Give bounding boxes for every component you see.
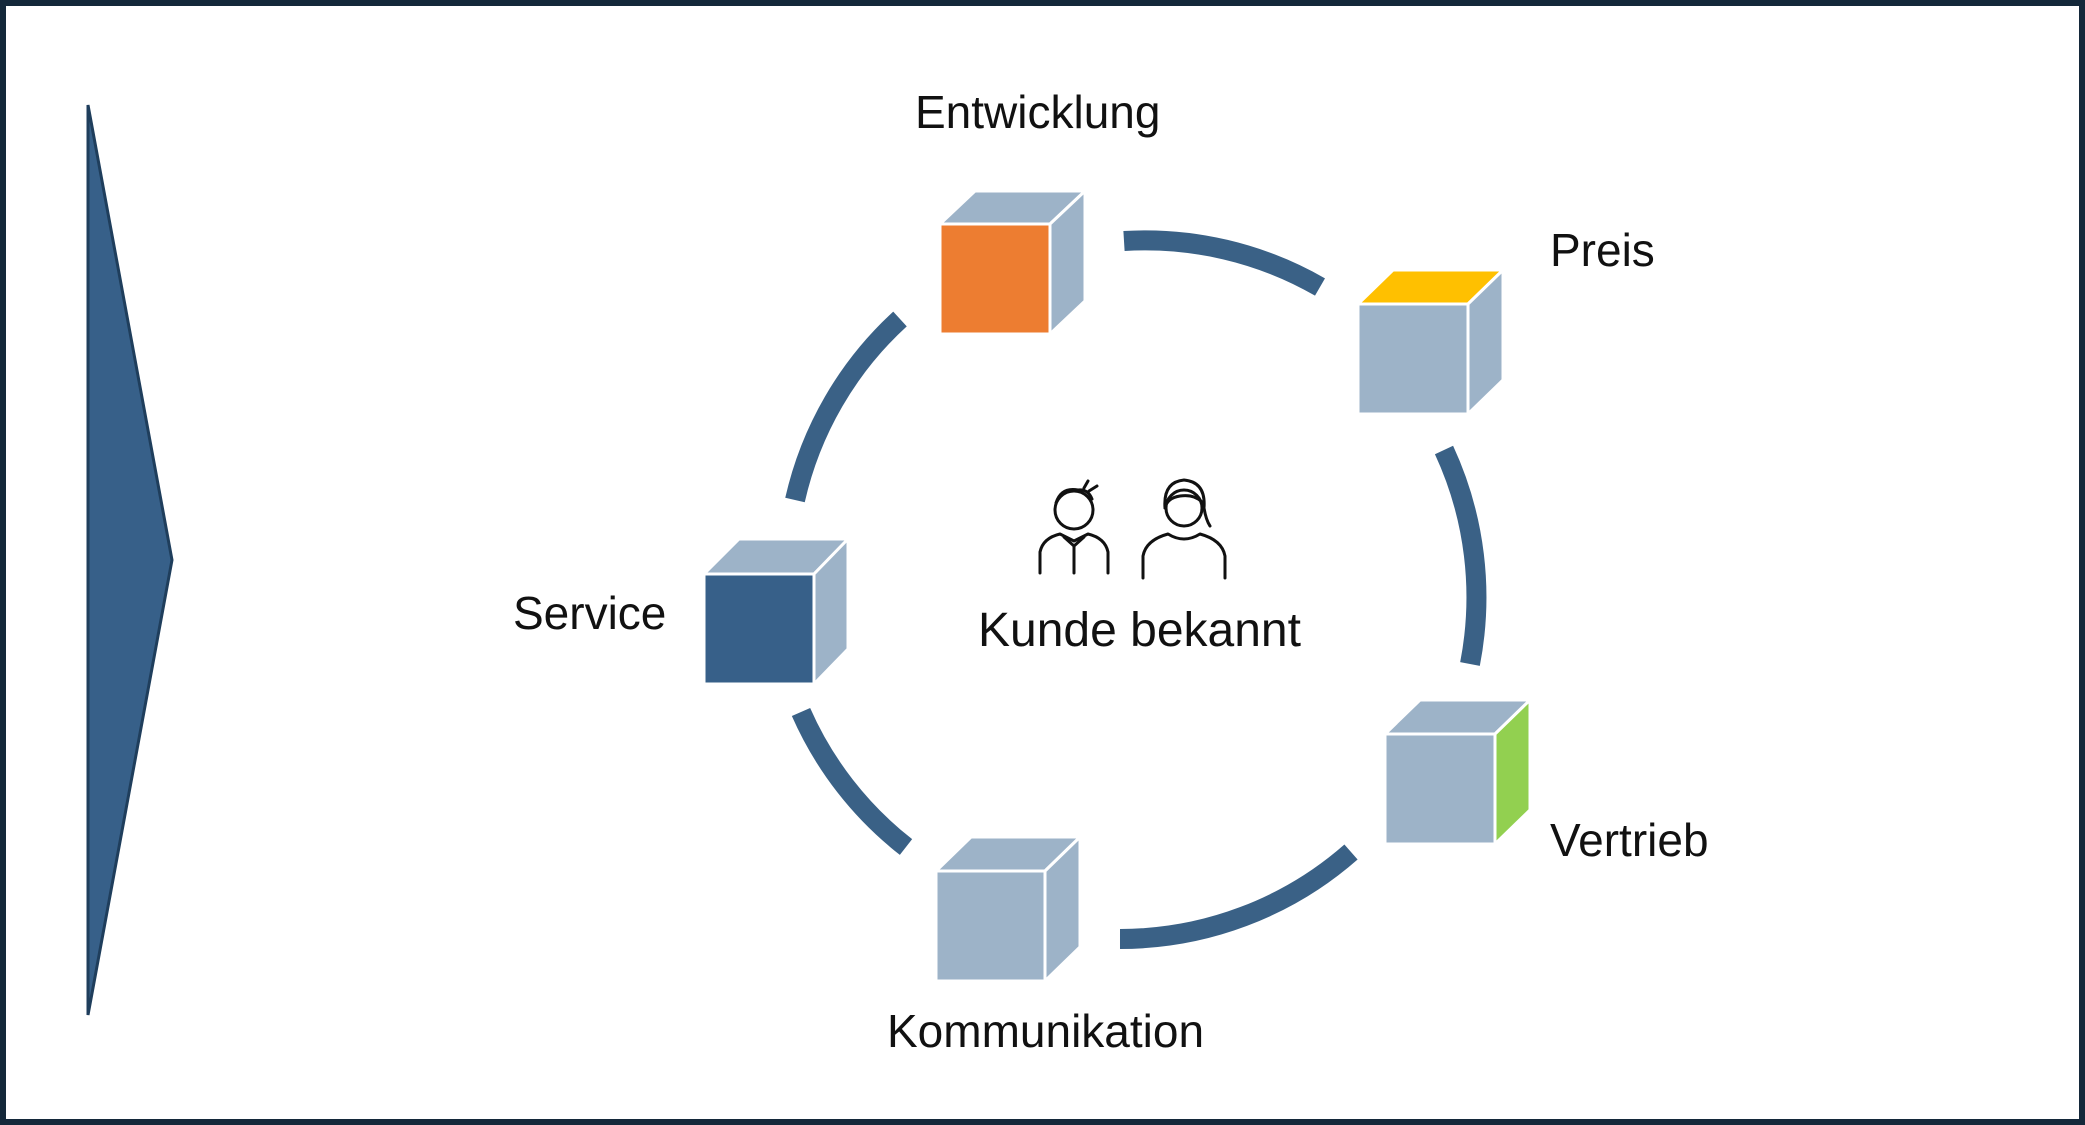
center-label: Kunde bekannt [978, 604, 1301, 657]
cube-front-face [702, 572, 816, 686]
cube-service [702, 537, 850, 686]
ring-arc-vertrieb-kommunikation [1119, 844, 1358, 949]
cube-preis [1356, 268, 1505, 416]
ring-arc-entwicklung-preis [1123, 230, 1325, 296]
node-label-preis: Preis [1550, 224, 1655, 276]
node-label-entwicklung: Entwicklung [915, 86, 1160, 138]
cube-front-face [1356, 302, 1470, 416]
left-chevron-arrow [86, 104, 174, 1016]
cube-front-face [938, 222, 1052, 336]
node-label-service: Service [513, 587, 666, 639]
female-person-icon [1141, 478, 1227, 580]
cube-front-face [934, 869, 1047, 983]
cube-vertrieb [1383, 698, 1532, 846]
cube-kommunikation [934, 835, 1082, 983]
ring-arc-preis-vertrieb [1434, 445, 1487, 666]
male-person-icon [1038, 479, 1110, 575]
node-label-kommunikation: Kommunikation [887, 1005, 1204, 1057]
node-label-vertrieb: Vertrieb [1550, 814, 1709, 866]
ring-arc-kommunikation-service [791, 707, 913, 855]
cube-front-face [1383, 732, 1497, 846]
cycle-ring [785, 230, 1487, 949]
cube-entwicklung [938, 189, 1087, 336]
ring-arc-service-entwicklung [785, 311, 907, 503]
